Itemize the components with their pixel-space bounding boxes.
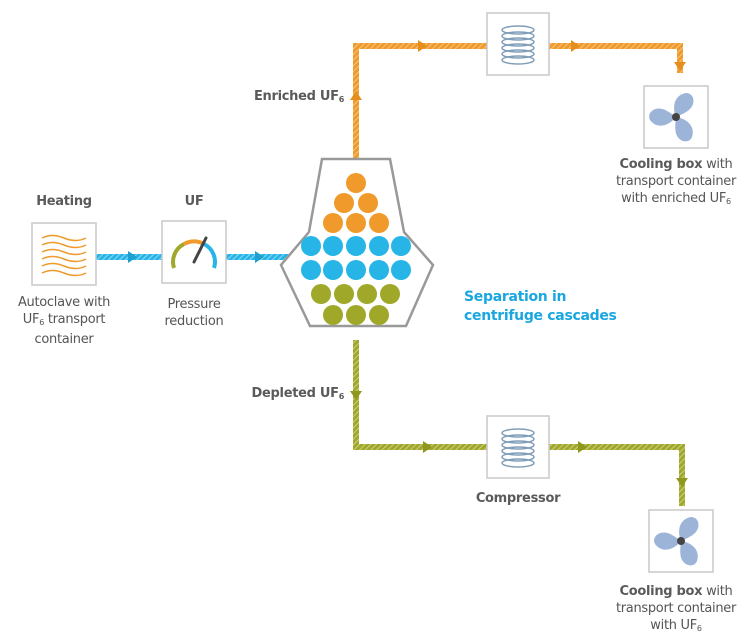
- centrifuge-cascade: [279, 157, 435, 328]
- separation-line-2: centrifuge cascades: [464, 308, 617, 324]
- autoclave-line-1: Autoclave with: [17, 295, 111, 310]
- fan-icon: [649, 93, 694, 142]
- coil-icon: [501, 25, 535, 65]
- enriched-cooling-label: Cooling box with transport container wit…: [608, 156, 744, 210]
- cool2-line-1: Cooling box with: [619, 584, 733, 599]
- enriched-coil-box: [486, 12, 550, 76]
- separation-label: Separation in centrifuge cascades: [464, 288, 664, 326]
- autoclave-line-3: container: [34, 332, 94, 347]
- depleted-pipe: [350, 340, 688, 506]
- depleted-label: Depleted UF6: [251, 386, 345, 401]
- cool1-line-1: Cooling box with: [619, 157, 733, 172]
- centrifuge-cascade-icon: [301, 173, 411, 325]
- enriched-label: Enriched UF6: [253, 89, 344, 104]
- coil-icon: [501, 428, 535, 468]
- autoclave-label: Autoclave with UF6 transport container: [0, 294, 128, 348]
- compressor-box: [486, 415, 550, 479]
- depleted-cooling-box: [648, 509, 714, 573]
- heat-waves-icon: [41, 234, 87, 277]
- cool2-line-2: transport container: [615, 601, 737, 616]
- heating-box: [31, 222, 97, 286]
- fan-icon: [654, 517, 699, 566]
- pressure-line-2: reduction: [164, 314, 224, 329]
- enriched-cooling-box: [643, 85, 709, 149]
- depleted-cooling-label: Cooling box with transport container wit…: [606, 583, 746, 637]
- uf-label: UF: [184, 194, 204, 209]
- pressure-gauge-icon: [171, 236, 217, 269]
- pressure-line-1: Pressure: [167, 297, 221, 312]
- enriched-pipe: [350, 40, 686, 166]
- heating-label: Heating: [36, 194, 92, 209]
- cool2-line-3: with UF6: [650, 618, 702, 633]
- pressure-box: [161, 220, 227, 284]
- cool1-line-3: with enriched UF6: [621, 191, 731, 206]
- autoclave-line-2: UF6 transport: [22, 312, 106, 327]
- compressor-label: Compressor: [475, 491, 561, 506]
- feed-pipe: [96, 251, 298, 263]
- separation-line-1: Separation in: [464, 289, 567, 305]
- cool1-line-2: transport container: [615, 174, 737, 189]
- pressure-label: Pressure reduction: [152, 296, 236, 330]
